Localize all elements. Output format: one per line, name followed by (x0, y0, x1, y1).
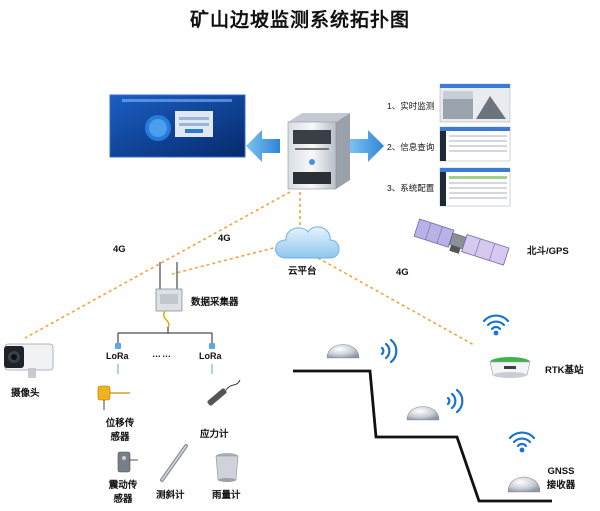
feature-query-label: 2、信息查询 (387, 142, 435, 152)
collector-link (171, 244, 286, 275)
camera-4g-label: 4G (113, 244, 126, 255)
camera-link (24, 191, 291, 339)
dashboard-screen (109, 94, 246, 158)
cloud-label: 云平台 (288, 266, 317, 277)
collector-4g-label: 4G (218, 233, 231, 244)
arrow-left-icon (246, 130, 280, 162)
rain-gauge-icon (215, 453, 239, 482)
displacement-label-line2: 感器 (110, 432, 130, 443)
lora-right-label: LoRa (199, 351, 222, 361)
page-title: 矿山边坡监测系统拓扑图 (189, 9, 410, 31)
camera-label: 摄像头 (11, 388, 40, 399)
displacement-sensor-label: 位移传 感器 (100, 415, 140, 443)
cloud-icon (275, 226, 340, 259)
feature-config-label: 3、系统配置 (387, 183, 435, 193)
stress-gauge-icon (207, 379, 241, 406)
lora-antenna-icons (115, 343, 215, 374)
rain-gauge-label: 雨量计 (212, 490, 241, 501)
screenshot-config (439, 167, 511, 207)
vibration-sensor-icon (117, 451, 138, 473)
signal-wave-icons (380, 314, 536, 453)
wireless-links (24, 191, 475, 346)
satellite-icon (413, 218, 510, 266)
camera-icon (4, 343, 54, 378)
satellite-label: 北斗/GPS (527, 246, 569, 257)
inclinometer-icon (160, 444, 188, 482)
rtk-label: RTK基站 (545, 365, 584, 376)
slope-line (293, 369, 552, 503)
vibration-label-line2: 感器 (113, 494, 133, 505)
vibration-label-line1: 震动传 (108, 480, 138, 491)
screenshot-query (439, 126, 511, 162)
gnss-label-line2: 接收器 (546, 480, 576, 491)
data-collector-icon (155, 262, 183, 328)
screenshot-realtime (439, 83, 511, 123)
vibration-sensor-label: 震动传 感器 (103, 477, 143, 505)
arrow-right-icon (350, 130, 384, 162)
gnss-dome-icon (326, 344, 541, 493)
displacement-sensor-icon (97, 385, 130, 410)
stress-gauge-label: 应力计 (200, 429, 229, 440)
collector-label: 数据采集器 (191, 297, 239, 308)
lora-dots: …… (152, 349, 172, 359)
lora-left-label: LoRa (106, 351, 129, 361)
lora-bus (117, 327, 213, 343)
server-icon (287, 113, 350, 190)
rtk-4g-label: 4G (396, 267, 409, 278)
rtk-base-icon (489, 357, 531, 378)
feature-realtime-label: 1、实时监测 (387, 101, 435, 111)
gnss-label: GNSS 接收器 (541, 466, 581, 491)
gnss-label-line1: GNSS (547, 466, 575, 477)
inclinometer-label: 测斜计 (156, 490, 185, 501)
displacement-label-line1: 位移传 (105, 418, 135, 429)
